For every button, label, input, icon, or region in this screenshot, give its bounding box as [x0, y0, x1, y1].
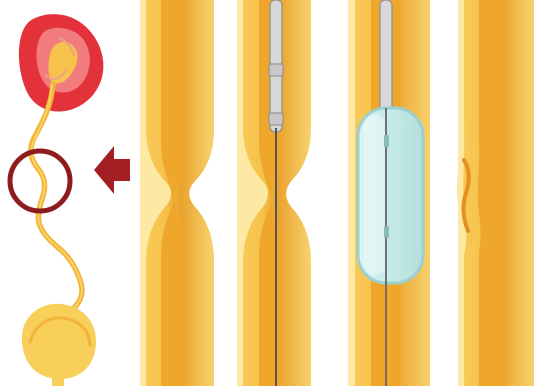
kidney-group: [19, 14, 103, 111]
panel-2-marker-bottom: [269, 113, 283, 125]
bladder-group: [22, 304, 96, 386]
panel-balloon: [348, 0, 430, 386]
panel-after: [457, 0, 534, 386]
panel-4-core: [478, 0, 507, 386]
panel-3-edge: [348, 0, 355, 386]
panel-stricture: [140, 0, 214, 386]
panel-guidewire: [237, 0, 311, 386]
ureter-highlight: [32, 85, 82, 309]
balloon-gloss: [364, 115, 386, 275]
balloon-marker-bottom: [384, 226, 389, 238]
ureter-line: [31, 84, 82, 309]
bladder-outlet: [52, 377, 64, 386]
balloon-marker-top: [384, 135, 389, 147]
panel-3-catheter: [380, 0, 392, 112]
panel-2-marker-top: [269, 64, 283, 76]
bladder-shape: [22, 304, 96, 379]
arrow-icon: [94, 146, 130, 194]
